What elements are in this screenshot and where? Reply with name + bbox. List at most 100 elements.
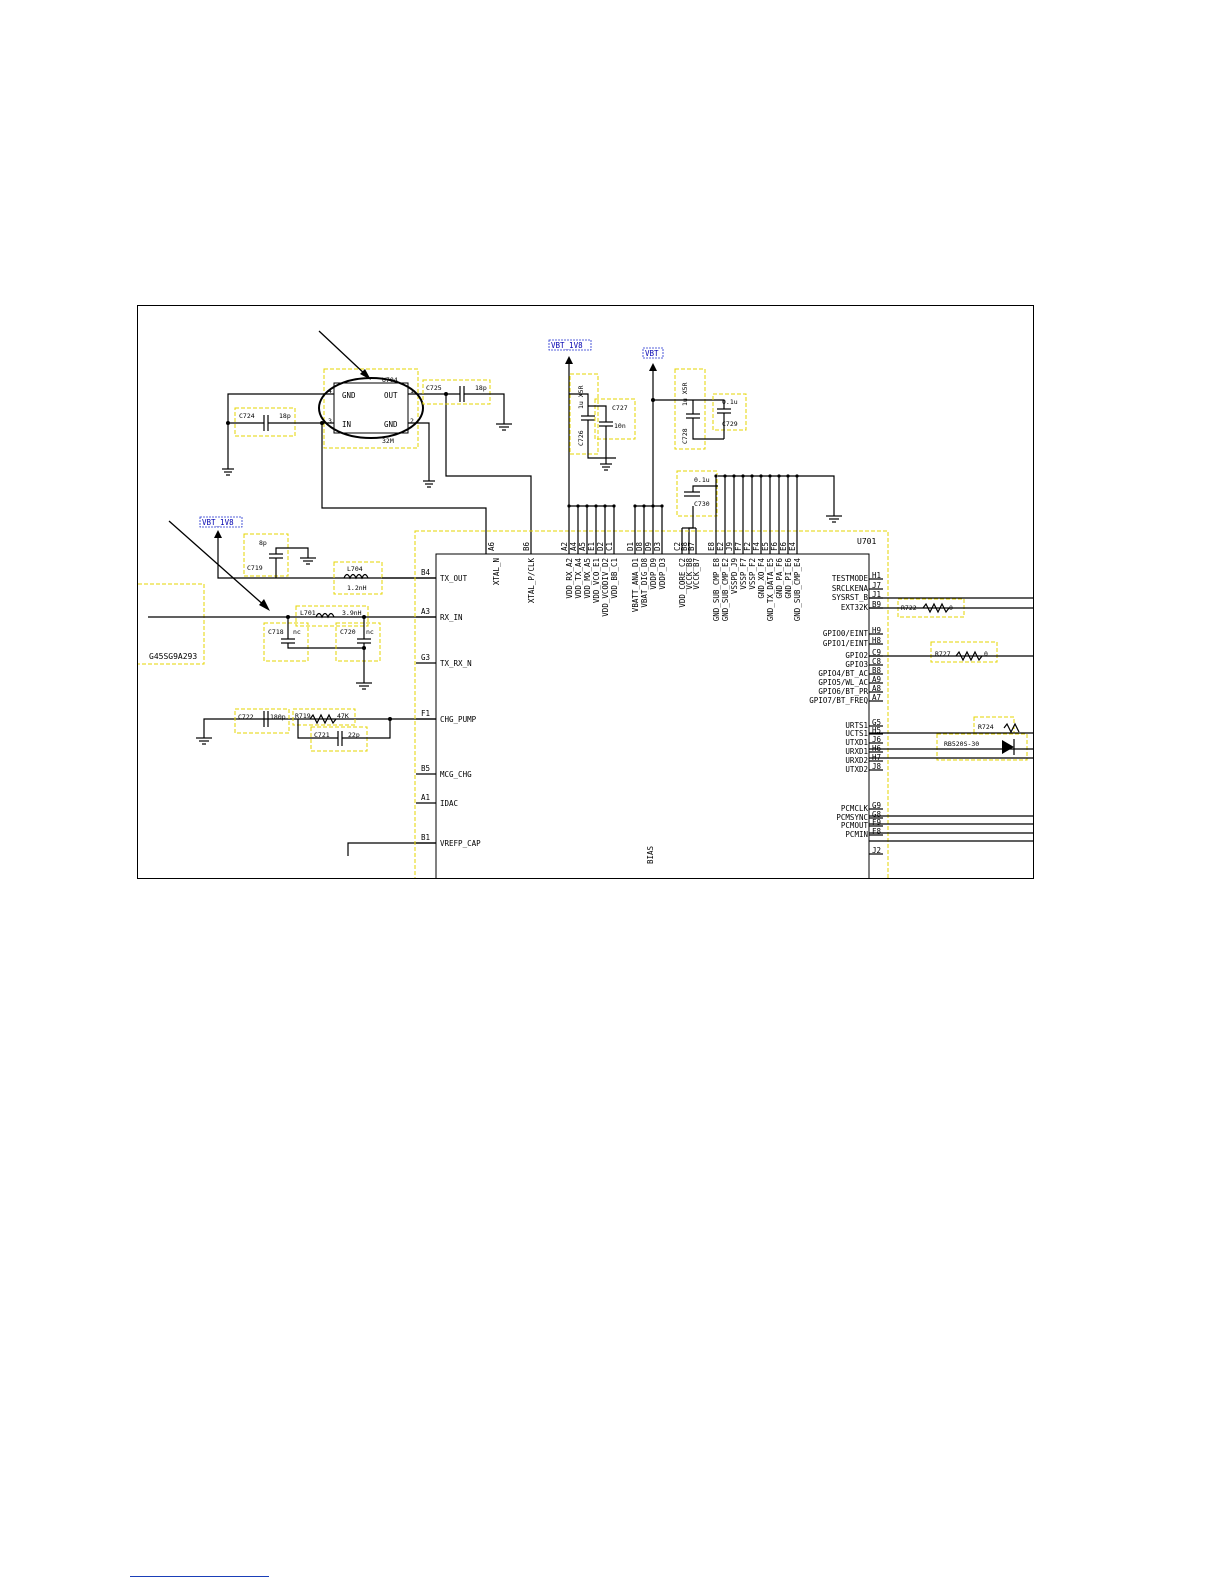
net-vbt-1v8-top: VBT_1V8 bbox=[548, 339, 592, 506]
ic-top-pin-name: XTAL_P/CLK bbox=[527, 558, 536, 604]
ic-right-pin-name: EXT32K bbox=[841, 603, 869, 612]
ic-top-pin-name: VDD_CORE_C2 bbox=[678, 558, 687, 608]
ic-left-pin-num: B4 bbox=[421, 568, 431, 577]
ic-top-pin-name: VDD_MX_A5 bbox=[583, 558, 592, 599]
ic-right-pin-num: A9 bbox=[872, 675, 881, 684]
ic-top-pin-name: XTAL_N bbox=[492, 558, 501, 585]
c725-value: 18p bbox=[475, 384, 487, 392]
ic-left-pin-name: TX_OUT bbox=[440, 574, 468, 583]
ic-top-pin-num: D3 bbox=[653, 542, 662, 551]
diode-rb520s: RB520S-30 bbox=[936, 733, 1028, 761]
ic-top-pins: A6XTAL_NB6XTAL_P/CLKA2VDD_RX_A2A4VDD_TX_… bbox=[487, 474, 802, 621]
cap-c720: C720 nc bbox=[335, 615, 381, 690]
l704-ref: L704 bbox=[347, 565, 363, 573]
ic-right-pin-num: G8 bbox=[872, 810, 882, 819]
ic-bias: BIAS bbox=[646, 845, 655, 864]
ic-left-pin-name: VREFP_CAP bbox=[440, 839, 481, 848]
c718-ref: C718 bbox=[268, 628, 284, 636]
cap-c728: 1u X5R C728 bbox=[653, 368, 724, 450]
schematic-svg: U704 GND OUT IN GND 3 2 1 4 32M C724 18p bbox=[138, 330, 1033, 878]
c730-ref: C730 bbox=[694, 500, 710, 508]
ic-right-pin-name: UTXD2 bbox=[845, 765, 868, 774]
cap-c730: 0.1u C730 bbox=[676, 470, 718, 554]
c726-ref: C726 bbox=[577, 430, 585, 446]
ic-right-pin-num: H9 bbox=[872, 626, 881, 635]
ic-right-pin-num: B8 bbox=[872, 666, 882, 675]
ic-right-pin-name: PCMCLK bbox=[841, 804, 869, 813]
ic-right-pin-name: GPIO3 bbox=[845, 660, 868, 669]
ic-top-pin-name: GND_PA_F6 bbox=[775, 558, 784, 599]
cap-c721: C721 22p bbox=[297, 719, 391, 752]
c728-value: 1u X5R bbox=[681, 382, 689, 406]
ic-left-pin-num: G3 bbox=[421, 653, 430, 662]
ic-right-pin-name: PCMSYNC bbox=[836, 813, 868, 822]
cap-c724: C724 18p bbox=[228, 407, 334, 437]
part-left: G45SG9A293 bbox=[138, 583, 205, 665]
r719-value: 47K bbox=[337, 712, 349, 720]
crystal-pin4: 4 bbox=[328, 387, 332, 395]
c721-ref: C721 bbox=[314, 731, 330, 739]
ic-top-pin-name: GND_PI_E6 bbox=[784, 558, 793, 599]
crystal-pin-in: IN bbox=[342, 420, 351, 429]
ic-top-pin-name: VBAT_DIG_D8 bbox=[640, 558, 649, 608]
crystal-pin3: 3 bbox=[328, 417, 332, 425]
ic-left-pin-num: B5 bbox=[421, 764, 430, 773]
ic-right-pin-name: GPIO1/EINT bbox=[823, 639, 869, 648]
ic-top-pin-name: VDDP_D9 bbox=[649, 558, 658, 590]
cap-c729: 0.1u C729 bbox=[712, 393, 747, 439]
l701-value: 3.9nH bbox=[342, 609, 362, 617]
c724-ref: C724 bbox=[239, 412, 255, 420]
ic-top-pin-num: E6 bbox=[779, 541, 788, 551]
ic-top-pin-num: C1 bbox=[605, 542, 614, 551]
ic-right-pin-name: GPIO2 bbox=[845, 651, 868, 660]
c724-value: 18p bbox=[279, 412, 291, 420]
ic-top-pin-num: F6 bbox=[770, 541, 779, 551]
ic-top-pin-num: E1 bbox=[587, 542, 596, 551]
ic-right-pin-num: J7 bbox=[872, 581, 881, 590]
ic-top-pin-num: A5 bbox=[578, 542, 587, 551]
ic-top-pin-num: E2 bbox=[716, 542, 725, 551]
ic-right-pin-num: A7 bbox=[872, 693, 881, 702]
ic-top-pin-num: F2 bbox=[743, 542, 752, 551]
ic-top-pin-num: F4 bbox=[752, 541, 761, 551]
net-vbt: VBT bbox=[642, 347, 664, 506]
ic-right-pin-name: SYSRST_B bbox=[832, 593, 869, 602]
ic-top-pin-num: E8 bbox=[707, 541, 716, 551]
vbt-top-label: VBT_1V8 bbox=[551, 341, 583, 350]
ic-top-pin-name: VDD_TX_A4 bbox=[574, 558, 583, 599]
ic-top-pin-num: D1 bbox=[626, 542, 635, 551]
crystal-u704: U704 GND OUT IN GND 3 2 1 4 32M bbox=[318, 368, 424, 449]
ic-right-pin-num: B9 bbox=[872, 600, 881, 609]
crystal-pin1: 1 bbox=[410, 387, 414, 395]
ic-left-pin-num: F1 bbox=[421, 709, 430, 718]
c719-value: 8p bbox=[259, 539, 267, 547]
ic-top-pin-num: C2 bbox=[673, 542, 682, 551]
ic-left-pin-name: TX_RX_N bbox=[440, 659, 472, 668]
ic-top-pin-name: GND_SUB_CMP_E8 bbox=[712, 558, 721, 622]
ic-right-pins: H1TESTMODEJ7SRCLKENAJ1SYSRST_BB9EXT32KH9… bbox=[809, 571, 883, 855]
ic-right-pin-num: J2 bbox=[872, 846, 881, 855]
c720-value: nc bbox=[366, 628, 374, 636]
ic-top-pin-name: VCCK_B7 bbox=[692, 558, 701, 590]
ic-top-pin-name: VDD_RX_A2 bbox=[565, 558, 574, 599]
ic-top-pin-name: VSSPD_J9 bbox=[730, 558, 739, 594]
ic-left-pin-name: IDAC bbox=[440, 799, 458, 808]
ic-left-pin-num: B1 bbox=[421, 833, 430, 842]
crystal-pin-gnd-br: GND bbox=[384, 420, 398, 429]
ic-right-pin-name: URXD1 bbox=[845, 747, 868, 756]
ic-top-pin-num: E5 bbox=[761, 542, 770, 551]
ic-left-pin-name: RX_IN bbox=[440, 613, 463, 622]
c721-value: 22p bbox=[348, 731, 360, 739]
ic-right-pin-name: GPIO0/EINT bbox=[823, 629, 869, 638]
ic-top-pin-name: VDDP_D3 bbox=[658, 558, 667, 590]
c726-value: 1u X5R bbox=[577, 385, 585, 409]
ic-left-pin-num: A3 bbox=[421, 607, 430, 616]
ic-top-pin-name: VBATT_ANA_D1 bbox=[631, 558, 640, 612]
c718-value: nc bbox=[293, 628, 301, 636]
c730-value: 0.1u bbox=[694, 476, 710, 484]
cap-c725: C725 18p bbox=[422, 379, 512, 431]
vbt-label: VBT bbox=[645, 349, 659, 358]
ic-top-pin-num: D2 bbox=[596, 542, 605, 551]
ic-right-pin-num: H8 bbox=[872, 636, 882, 645]
c728-ref: C728 bbox=[681, 428, 689, 444]
